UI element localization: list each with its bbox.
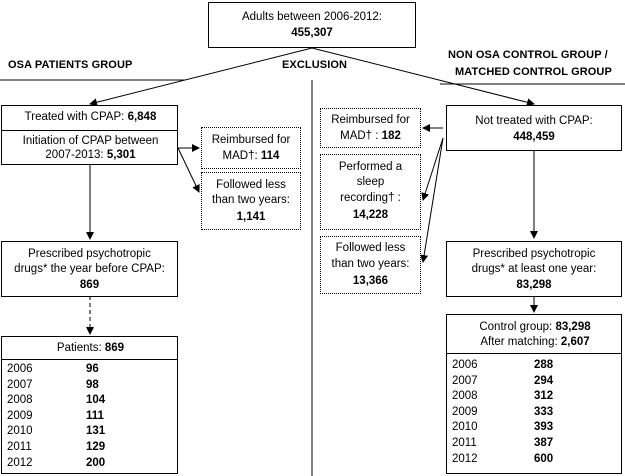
control-row-value: 333: [534, 405, 554, 418]
patients-row-value: 129: [86, 441, 106, 453]
patients-row-value: 104: [86, 394, 106, 407]
patients-divider: [2, 359, 177, 360]
left-prescribed-line1: Prescribed psychotropic: [28, 248, 151, 260]
right-mad-label: Reimbursed for: [331, 114, 410, 126]
total-adults-value: 455,307: [291, 27, 333, 39]
left-followed-box: Followed less than two years: 1,141: [201, 172, 301, 230]
control-group-header-line1: NON OSA CONTROL GROUP /: [448, 49, 608, 61]
control-table: Control group: 83,298 After matching: 2,…: [446, 314, 622, 474]
patients-row-year: 2008: [7, 394, 33, 407]
patients-row-year: 2010: [7, 425, 33, 438]
control-row-value: 294: [534, 374, 554, 387]
matching-line: After matching: 2,607: [447, 335, 623, 349]
right-followed-line1: Followed less: [335, 242, 406, 254]
control-row-year: 2012: [452, 452, 478, 465]
right-sleep-value: 14,228: [352, 209, 389, 221]
exclusion-header: EXCLUSION: [282, 59, 348, 71]
control-row-value: 312: [534, 390, 554, 403]
patients-row-year: 2009: [7, 409, 33, 422]
cpap-divider: [2, 130, 177, 131]
cpap-init-line1: Initiation of CPAP between: [22, 135, 159, 147]
right-mad-label2: MAD† :: [340, 130, 379, 142]
right-followed-value: 13,366: [352, 275, 389, 287]
arrow-to-no-cpap: [311, 47, 535, 107]
patients-row-year: 2006: [7, 363, 33, 375]
cpap-box: Treated with CPAP: 6,848 Initiation of C…: [1, 105, 178, 165]
cpap-treated-line: Treated with CPAP: 6,848: [2, 110, 179, 124]
matching-label: After matching:: [480, 336, 558, 348]
total-adults-label: Adults between 2006-2012:: [241, 11, 383, 23]
patients-row-year: 2012: [7, 456, 33, 469]
patients-header: Patients: 869: [2, 341, 179, 355]
control-line: Control group: 83,298: [447, 320, 623, 334]
not-treated-label: Not treated with CPAP:: [475, 115, 593, 127]
arrow-to-cpap: [89, 47, 313, 107]
control-row-value: 600: [534, 452, 554, 465]
control-row-year: 2007: [452, 374, 478, 387]
right-prescribed-line1: Prescribed psychotropic: [472, 248, 596, 260]
cpap-init-label: 2007-2013:: [45, 149, 104, 161]
right-sleep-line1: Performed a: [338, 161, 403, 173]
right-mad-line2: MAD† : 182: [321, 129, 420, 143]
patients-row-year: 2007: [7, 378, 33, 391]
cpap-treated-label: Treated with CPAP:: [24, 111, 125, 123]
right-prescribed-line2: drugs* at least one year:: [471, 263, 597, 275]
control-row-year: 2010: [452, 421, 478, 434]
left-mad-label: Reimbursed for: [211, 134, 291, 146]
not-treated-value: 448,459: [513, 131, 555, 143]
left-followed-line1: Followed less: [216, 179, 286, 191]
patients-header-label: Patients:: [56, 342, 102, 354]
control-row-year: 2011: [452, 437, 477, 449]
cpap-treated-value: 6,848: [127, 111, 157, 123]
matching-value: 2,607: [560, 336, 590, 348]
right-sleep-line3: recording† :: [340, 192, 401, 204]
left-prescribed-line2: drugs* the year before CPAP:: [14, 263, 165, 275]
left-mad-line2: MAD†: 114: [202, 149, 300, 163]
left-followed-line2: than two years:: [212, 194, 290, 206]
patients-header-value: 869: [104, 342, 125, 354]
right-sleep-box: Performed a sleep recording† : 14,228: [320, 154, 421, 230]
control-row-value: 393: [534, 421, 554, 434]
left-mad-box: Reimbursed for MAD†: 114: [201, 127, 301, 169]
left-prescribed-box: Prescribed psychotropic drugs* the year …: [1, 241, 178, 297]
arrow-right-sleep: [421, 137, 444, 201]
patients-row-year: 2011: [7, 441, 32, 453]
cpap-init-line2: 2007-2013: 5,301: [2, 148, 179, 162]
left-followed-value: 1,141: [236, 211, 266, 223]
control-row-year: 2006: [452, 359, 478, 371]
right-followed-line2: than two years:: [331, 258, 410, 270]
control-row-year: 2008: [452, 390, 478, 403]
control-divider: [447, 353, 621, 354]
control-label: Control group:: [479, 321, 553, 333]
not-treated-box: Not treated with CPAP: 448,459: [446, 105, 622, 151]
control-row-value: 288: [534, 359, 554, 371]
control-value: 83,298: [555, 321, 591, 333]
patients-row-value: 111: [86, 409, 104, 422]
cpap-init-value: 5,301: [106, 149, 136, 161]
left-mad-label2: MAD†:: [222, 150, 258, 162]
right-prescribed-value: 83,298: [516, 279, 552, 291]
right-mad-value: 182: [381, 130, 401, 142]
patients-row-value: 96: [86, 363, 99, 375]
control-row-value: 387: [534, 437, 554, 449]
control-row-year: 2009: [452, 405, 478, 418]
right-sleep-line2: sleep: [356, 176, 385, 188]
control-group-header-line2: MATCHED CONTROL GROUP: [455, 66, 612, 78]
osa-group-header: OSA PATIENTS GROUP: [8, 59, 133, 71]
total-adults-box: Adults between 2006-2012: 455,307: [208, 2, 416, 48]
left-mad-value: 114: [260, 150, 280, 162]
arrow-left-followed: [177, 147, 200, 193]
patients-table: Patients: 869 2006 96 2007 98 2008 104 2009 111…: [1, 336, 178, 474]
left-prescribed-value: 869: [79, 279, 100, 291]
patients-row-value: 131: [86, 425, 106, 438]
patients-row-value: 98: [86, 378, 99, 391]
patients-row-value: 200: [86, 456, 106, 469]
arrow-right-followed: [420, 137, 444, 263]
right-mad-box: Reimbursed for MAD† : 182: [320, 108, 421, 148]
right-followed-box: Followed less than two years: 13,366: [320, 236, 421, 294]
right-prescribed-box: Prescribed psychotropic drugs* at least …: [446, 241, 622, 297]
